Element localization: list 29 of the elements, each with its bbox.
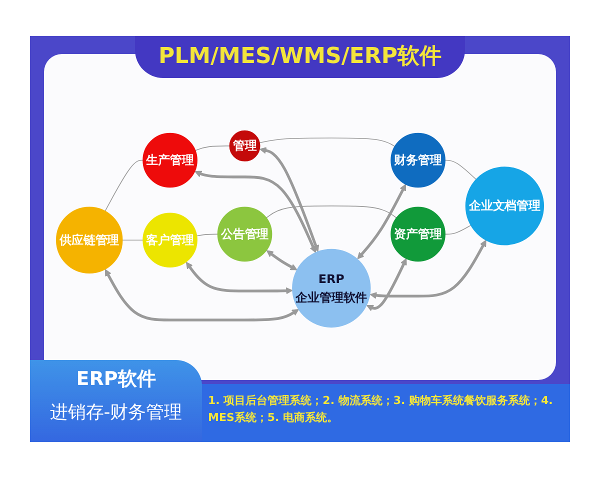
arrow — [104, 269, 299, 322]
node-circle: 客户管理 — [142, 212, 198, 268]
node-circle: 财务管理 — [390, 132, 446, 188]
connector — [194, 146, 230, 151]
connector — [196, 234, 218, 236]
connector — [444, 160, 477, 180]
connector — [104, 160, 144, 212]
arrow — [266, 250, 298, 270]
panel-heading: ERP软件 — [75, 367, 157, 392]
arrow — [366, 258, 407, 312]
node-circle: 生产管理 — [142, 132, 198, 188]
node-circle: 供应链管理 — [56, 206, 123, 274]
connector — [444, 224, 472, 235]
node-circle: ERP 企业管理软件 — [292, 248, 371, 328]
title-banner: PLM/MES/WMS/ERP软件 — [135, 36, 465, 78]
connector — [122, 240, 144, 241]
arrow — [357, 184, 406, 260]
connector — [266, 206, 397, 218]
node-circle: 资产管理 — [390, 206, 446, 262]
panel-subtitle: 进销存-财务管理 — [48, 401, 184, 425]
arrow — [260, 147, 320, 252]
arrow — [370, 240, 486, 299]
node-circle: 管理 — [229, 130, 260, 162]
connector — [259, 138, 396, 147]
arrow — [194, 170, 316, 253]
arrow — [186, 262, 293, 294]
footnote-text: 1. 项目后台管理系统；2. 物流系统；3. 购物车系统餐饮服务系统；4. MES系统；5. 电商系统。 — [208, 393, 554, 426]
node-circle: 企业文档管理 — [465, 166, 544, 246]
node-circle: 公告管理 — [217, 206, 272, 262]
